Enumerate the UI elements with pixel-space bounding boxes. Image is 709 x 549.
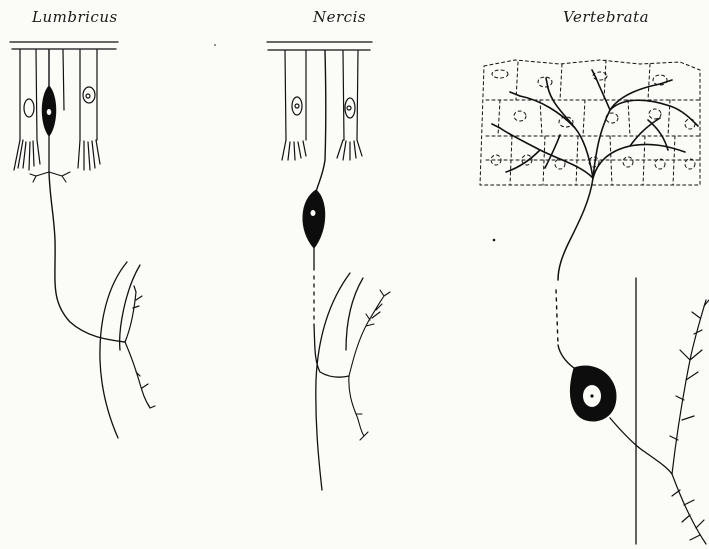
lumbricus-cuticle bbox=[10, 42, 118, 49]
lumbricus-sensory-neuron bbox=[30, 50, 155, 408]
vertebrata-panel bbox=[480, 60, 709, 544]
lumbricus-panel bbox=[10, 42, 155, 438]
vertebrata-free-nerve-endings bbox=[492, 70, 698, 178]
nereis-nerve-cord bbox=[316, 273, 363, 490]
lumbricus-nerve-cord bbox=[100, 262, 140, 438]
lumbricus-epithelial-cells bbox=[14, 50, 100, 170]
nereis-cuticle bbox=[267, 42, 372, 50]
vertebrata-central-branches bbox=[670, 300, 709, 544]
nereis-epithelial-cells bbox=[282, 51, 362, 160]
nereis-panel bbox=[267, 42, 390, 490]
vertebrata-ganglion-neuron bbox=[556, 178, 672, 474]
